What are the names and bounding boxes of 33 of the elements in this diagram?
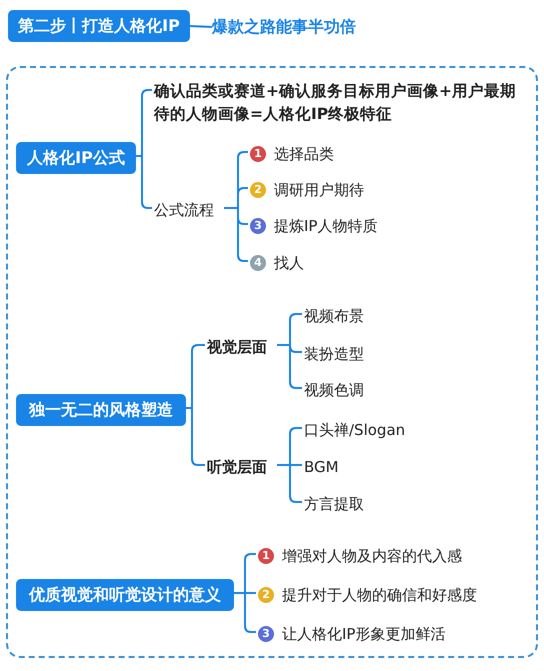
number-badge: 2 — [258, 587, 274, 603]
leaf-text: 装扮造型 — [304, 343, 404, 365]
item-text: 提炼IP人物特质 — [274, 216, 378, 236]
formula-text: 确认品类或赛道+确认服务目标用户画像+用户最期待的人物画像=人格化IP终极特征 — [154, 80, 522, 126]
number-badge: 3 — [250, 218, 266, 234]
topic-box: 人格化IP公式 — [16, 142, 136, 174]
leaf-text: 方言提取 — [304, 493, 404, 515]
leaf-text: 公式流程 — [154, 198, 226, 222]
item-text: 选择品类 — [274, 144, 334, 164]
leaf-text: 视频色调 — [304, 379, 404, 401]
item-text: 找人 — [274, 254, 304, 272]
connector-line — [134, 155, 152, 209]
subtitle-text: 爆款之路能事半功倍 — [212, 14, 382, 40]
branch-text: 视觉层面 — [207, 335, 279, 359]
item-text: 让人格化IP形象更加鲜活 — [282, 624, 446, 644]
number-badge: 1 — [250, 146, 266, 162]
item-text: 增强对人物及内容的代入感 — [282, 546, 462, 566]
leaf-text: 视频布景 — [304, 305, 404, 327]
item-text: 提升对于人物的确信和好感度 — [282, 586, 477, 604]
leaf-text: 口头禅/Slogan — [304, 419, 424, 441]
connector-line — [190, 25, 212, 28]
topic-box: 优质视觉和听觉设计的意义 — [16, 579, 234, 611]
number-badge: 1 — [258, 548, 274, 564]
number-badge: 2 — [250, 182, 266, 198]
number-badge: 3 — [258, 626, 274, 642]
connector-line — [184, 407, 205, 466]
dashed-frame — [6, 66, 538, 658]
title-box: 第二步丨打造人格化IP — [8, 10, 190, 42]
leaf-text: BGM — [304, 456, 364, 478]
item-text: 调研用户期待 — [274, 180, 364, 200]
branch-text: 听觉层面 — [207, 455, 279, 479]
topic-box: 独一无二的风格塑造 — [16, 394, 186, 426]
number-badge: 4 — [250, 255, 266, 271]
